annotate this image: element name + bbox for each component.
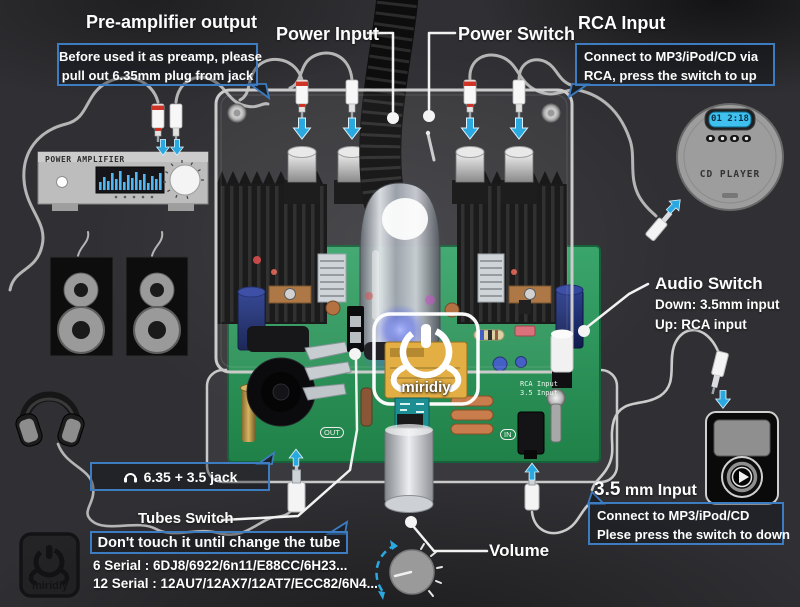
rca-input-title: RCA Input: [578, 13, 666, 33]
audio-switch-up-label: Up: RCA input: [655, 317, 747, 332]
tubes-switch-component: [347, 306, 364, 352]
headphone-icon: [123, 470, 138, 483]
jack-note-callout: 6.35 + 3.5 jack: [90, 462, 270, 491]
preamp-note-line1: Before used it as preamp, please: [59, 49, 263, 64]
headphones-illustration: [15, 391, 85, 447]
silk-rca-input-label: RCA Input: [520, 380, 558, 388]
speakers-illustration: [49, 256, 189, 357]
aux-in-jack: [517, 411, 545, 459]
power-amplifier-label: POWER AMPLIFIER: [45, 155, 125, 164]
serial-6-label: 6 Serial : 6DJ8/6922/6n11/E88CC/6H23...: [93, 558, 348, 573]
audio-switch-title: Audio Switch: [655, 274, 763, 293]
down-arrow-icon: [715, 390, 731, 409]
preamp-note-callout: Before used it as preamp, please pull ou…: [57, 43, 263, 86]
power-switch-label: Power Switch: [458, 24, 576, 44]
out-jack-label: OUT: [320, 427, 344, 438]
volume-knob: [384, 414, 434, 513]
jack-note-text: 6.35 + 3.5 jack: [143, 468, 238, 485]
cables: [8, 51, 720, 536]
ipod-illustration: [705, 411, 779, 505]
headphone-jack-635: [246, 326, 352, 427]
cd-player-label: CD PLAYER: [699, 169, 761, 180]
in-jack-label: IN: [500, 429, 516, 440]
leader-lines: [220, 31, 650, 553]
preamp-output-title: Pre-amplifier output: [86, 12, 258, 32]
rca-note-line2: RCA, press the switch to up: [584, 68, 757, 83]
brand-logo: [19, 532, 80, 598]
power-cable: [359, 0, 419, 221]
power-input-label: Power Input: [276, 24, 379, 44]
preamp-note-line2: pull out 6.35mm plug from jack: [61, 68, 254, 83]
cd-display-readout: 01 2:18: [711, 114, 749, 124]
rca-note-line1: Connect to MP3/iPod/CD via: [584, 49, 759, 64]
input-35mm-note-callout: Connect to MP3/iPod/CD Plese press the s…: [588, 502, 790, 545]
cd-player-illustration: [676, 103, 784, 211]
board-brand-label: miridiy: [401, 379, 451, 396]
input-35mm-title: 3.5 mm Input: [594, 479, 697, 501]
rca-note-callout: Connect to MP3/iPod/CD via RCA, press th…: [575, 43, 775, 86]
audio-switch-component: [550, 329, 574, 388]
input-35mm-rest: mm Input: [624, 482, 697, 499]
tubes-switch-label: Tubes Switch: [138, 510, 234, 527]
logo-brand-label: miridiy: [31, 580, 69, 592]
serial-12-label: 12 Serial : 12AU7/12AX7/12AT7/ECC82/6N4.…: [93, 576, 378, 591]
leader-dots: [349, 110, 590, 528]
input35-note-line1: Connect to MP3/iPod/CD: [597, 508, 750, 523]
volume-label: Volume: [489, 541, 550, 560]
tubes-note-text: Don't touch it until change the tube: [97, 535, 341, 551]
silk-35-input-label: 3.5 Input: [520, 389, 558, 397]
tubes-note-callout: Don't touch it until change the tube: [90, 531, 348, 554]
power-amplifier-illustration: [37, 151, 209, 211]
volume-knob-illustration: [375, 540, 443, 600]
input35-note-line2: Plese press the switch to down: [597, 527, 790, 542]
power-switch-toggle: [425, 130, 436, 162]
audio-switch-down-label: Down: 3.5mm input: [655, 297, 780, 312]
input-35mm-number: 3.5: [594, 479, 621, 500]
